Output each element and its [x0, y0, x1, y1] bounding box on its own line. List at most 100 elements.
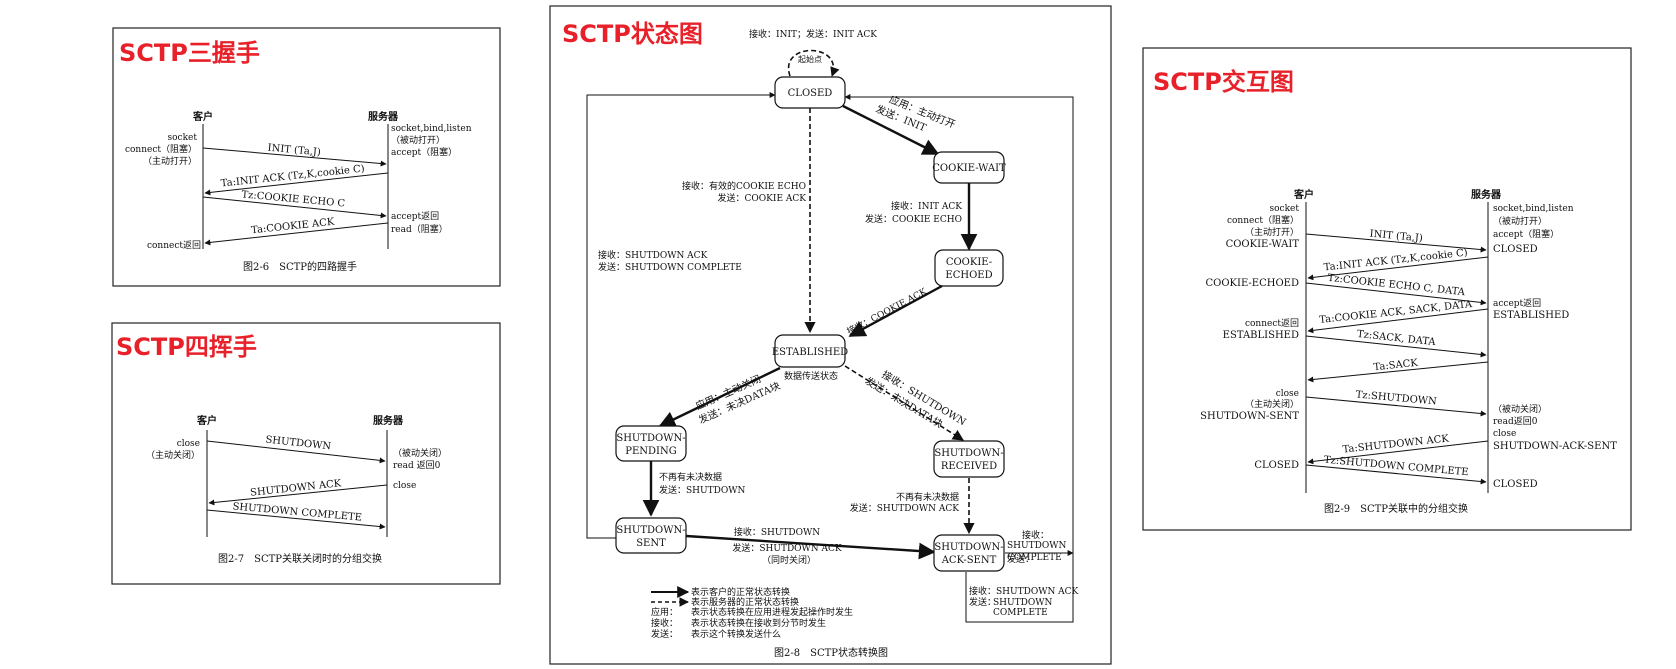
interaction-client-cookie-wait: COOKIE-WAIT	[1226, 239, 1300, 250]
handshake-server-after-1: accept返回	[391, 210, 439, 222]
handshake-msg2-arrow	[204, 172, 389, 196]
interaction-heading: SCTP交互图	[1153, 68, 1294, 96]
handshake-caption: 图2-6 SCTP的四路握手	[243, 260, 357, 273]
state-edge-established-received	[844, 365, 964, 441]
state-shutdown-pending-line-2: PENDING	[625, 446, 676, 457]
state-legend: 表示客户的正常状态转换 表示服务器的正常状态转换 应用： 表示状态转换在应用进程…	[651, 586, 853, 640]
shutdown-msg2-arrow	[208, 484, 388, 506]
interaction-client-cookie-echoed: COOKIE-ECHOED	[1205, 278, 1299, 289]
handshake-msg3-arrow	[202, 196, 387, 219]
handshake-heading: SCTP三握手	[119, 39, 260, 67]
state-loop-bottom-line	[965, 553, 1074, 623]
state-diagram-heading: SCTP状态图	[562, 20, 703, 48]
handshake-client-line-3: （主动打开）	[143, 155, 197, 167]
legend-text-3: 表示状态转换在应用进程发起操作时发生	[691, 606, 853, 618]
state-label-recv-right-3: 发送：	[1007, 553, 1034, 565]
state-closed: CLOSED	[774, 76, 846, 109]
state-label-no-pending-ack-1: 不再有未决数据	[896, 491, 959, 503]
interaction-client-open-2: connect（阻塞）	[1227, 214, 1299, 226]
shutdown-client-line-2: （主动关闭）	[146, 449, 200, 461]
interaction-msg-cookie-ack-arrow	[1307, 308, 1489, 334]
state-shutdown-pending: SHUTDOWN- PENDING	[615, 425, 687, 462]
interaction-client-established: ESTABLISHED	[1223, 330, 1299, 341]
shutdown-msg1-arrow	[206, 440, 386, 464]
state-label-recv-shutdown-simul-2: 发送：SHUTDOWN ACK	[732, 542, 842, 554]
interaction-client-closed: CLOSED	[1254, 460, 1299, 471]
interaction-server-passive-3: close	[1493, 429, 1516, 439]
shutdown-frame	[111, 322, 501, 585]
interaction-msg-sack: Ta:SACK	[1373, 358, 1419, 374]
state-top-label: 接收：INIT；发送：INIT ACK	[749, 28, 877, 40]
handshake-msg1-arrow	[202, 147, 387, 167]
shutdown-panel: SCTP四挥手 客户 服务器 close （主动关闭） （被动关闭） read …	[111, 322, 501, 585]
state-edge-closed-cookie-wait	[842, 104, 940, 156]
interaction-server-open-3: accept（阻塞）	[1493, 228, 1559, 240]
state-diagram-panel: SCTP状态图 接收：INIT；发送：INIT ACK 起始点 CLOSED C…	[549, 5, 1112, 665]
shutdown-client-line-1: close	[177, 439, 200, 449]
state-established: ESTABLISHED	[772, 334, 848, 368]
interaction-client-open-3: （主动打开）	[1245, 226, 1299, 238]
state-label-no-pending-2: 发送：SHUTDOWN	[659, 484, 745, 496]
state-shutdown-ack-sent-line-1: SHUTDOWN-	[934, 542, 1003, 553]
state-shutdown-received-line-2: RECEIVED	[941, 461, 997, 472]
interaction-client-label: 客户	[1293, 188, 1314, 201]
handshake-server-label: 服务器	[368, 110, 399, 123]
interaction-server-closed-bottom: CLOSED	[1493, 479, 1538, 490]
interaction-server-passive-1: （被动关闭）	[1493, 403, 1547, 415]
handshake-server-after-2: read（阻塞）	[391, 223, 448, 235]
interaction-server-open-2: （被动打开）	[1493, 215, 1547, 227]
shutdown-server-close: close	[393, 481, 416, 491]
handshake-msg1-label: INIT (Ta,J)	[267, 143, 321, 159]
handshake-client-line-1: socket	[168, 133, 198, 143]
state-shutdown-ack-sent-line-2: ACK-SENT	[941, 555, 997, 566]
shutdown-server-label: 服务器	[373, 414, 404, 427]
interaction-msg-sack-data-arrow	[1305, 335, 1487, 358]
shutdown-heading: SCTP四挥手	[116, 333, 257, 361]
handshake-panel: SCTP三握手 客户 服务器 socket connect（阻塞） （主动打开）…	[112, 27, 501, 287]
state-edge-echoed-established	[848, 284, 943, 338]
shutdown-client-label: 客户	[196, 414, 217, 427]
legend-text-1: 表示客户的正常状态转换	[691, 586, 790, 598]
state-data-transfer-label: 数据传送状态	[784, 370, 838, 382]
state-edge-sent-ack-sent	[685, 534, 936, 560]
state-cookie-echoed-line-2: ECHOED	[945, 270, 992, 281]
interaction-msg-shutdown-ack-arrow	[1307, 440, 1489, 465]
shutdown-caption: 图2-7 SCTP关联关闭时的分组交换	[218, 552, 382, 565]
interaction-client-connect-return: connect返回	[1245, 317, 1299, 329]
state-shutdown-pending-line-1: SHUTDOWN-	[616, 433, 685, 444]
interaction-server-accept-return: accept返回	[1493, 297, 1541, 309]
state-label-recv-shutdown-ack-1: 接收：SHUTDOWN ACK	[598, 249, 708, 261]
state-cookie-wait: COOKIE-WAIT	[932, 151, 1006, 184]
state-label-recv-shutdown-simul-3: （同时关闭）	[762, 554, 816, 566]
interaction-msg-init-arrow	[1305, 233, 1487, 253]
state-shutdown-sent: SHUTDOWN- SENT	[615, 517, 687, 554]
interaction-server-shutdown-ack-sent: SHUTDOWN-ACK-SENT	[1493, 441, 1617, 452]
handshake-server-line-1: socket,bind,listen	[391, 124, 472, 134]
interaction-caption: 图2-9 SCTP关联中的分组交换	[1324, 502, 1468, 515]
state-label-recv-right-2: SHUTDOWN	[1007, 541, 1066, 551]
interaction-msg-shutdown-arrow	[1305, 396, 1487, 417]
handshake-client-label: 客户	[192, 110, 213, 123]
state-label-recv-cookie-echo-2: 发送：COOKIE ACK	[718, 192, 807, 204]
interaction-server-closed-top: CLOSED	[1493, 244, 1538, 255]
state-caption: 图2-8 SCTP状态转换图	[774, 646, 888, 659]
interaction-msg-shutdown-complete-arrow	[1305, 464, 1487, 485]
state-label-recv-ack-bottom-1: 接收：SHUTDOWN ACK	[969, 585, 1079, 597]
state-cookie-echoed: COOKIE- ECHOED	[934, 249, 1004, 287]
state-label-recv-init-ack-2: 发送：COOKIE ECHO	[865, 213, 962, 225]
interaction-client-close-1: close	[1276, 389, 1299, 399]
state-label-no-pending-ack-2: 发送：SHUTDOWN ACK	[850, 502, 960, 514]
state-label-recv-cookie-echo-1: 接收：有效的COOKIE ECHO	[682, 180, 806, 192]
shutdown-msg3-arrow	[206, 509, 386, 530]
interaction-msg-sack-arrow	[1307, 361, 1489, 383]
interaction-client-shutdown-sent: SHUTDOWN-SENT	[1200, 411, 1299, 422]
shutdown-server-line-1: （被动关闭）	[393, 447, 447, 459]
interaction-server-label: 服务器	[1471, 188, 1502, 201]
interaction-client-open-1: socket	[1270, 204, 1300, 214]
handshake-msg4-arrow	[204, 222, 389, 246]
state-shutdown-ack-sent: SHUTDOWN- ACK-SENT	[933, 534, 1005, 572]
state-start-point: 起始点	[798, 54, 822, 64]
state-label-recv-shutdown-simul-1: 接收：SHUTDOWN	[734, 526, 820, 538]
state-label-no-pending-1: 不再有未决数据	[659, 471, 722, 483]
